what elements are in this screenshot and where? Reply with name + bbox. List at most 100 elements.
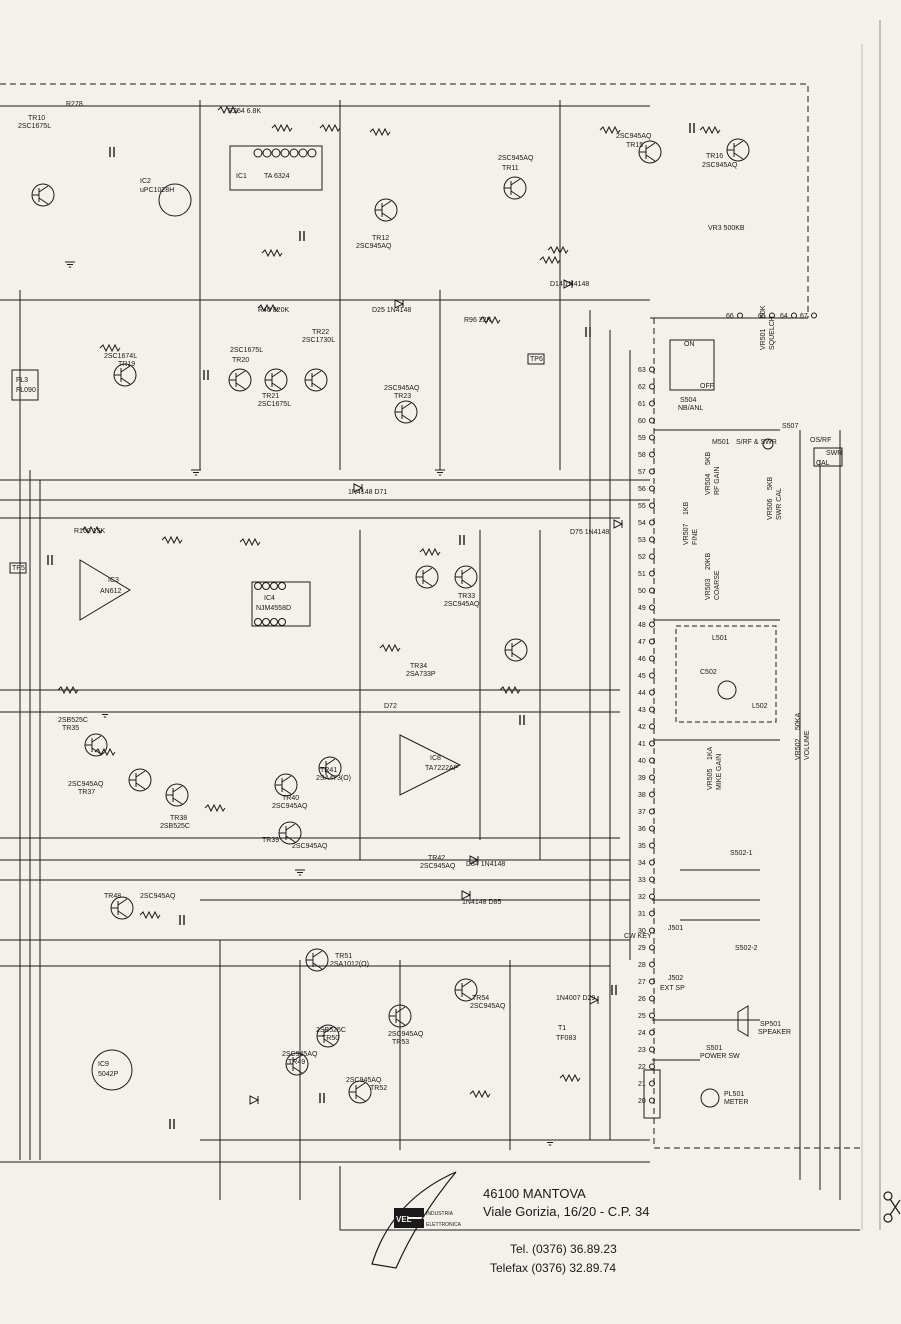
- connector-pin-terminal: [649, 434, 655, 441]
- connector-pin: 38: [638, 792, 646, 799]
- m501-label: S/RF & SWR: [736, 439, 777, 446]
- ic3-ref: IC3: [108, 577, 119, 584]
- tr33-ref: TR33: [458, 593, 475, 600]
- transistor-symbols: [31, 138, 750, 1104]
- connector-pin-terminal: [649, 1029, 655, 1036]
- tr50-part: 2SB525C: [316, 1027, 346, 1034]
- connector-pin-terminal: [649, 468, 655, 475]
- ic3-part: AN612: [100, 588, 122, 595]
- tr38-part: 2SB525C: [160, 823, 190, 830]
- connector-pin: 34: [638, 860, 646, 867]
- vr504-label: RF GAIN: [714, 467, 721, 495]
- tr37-part: 2SC945AQ: [68, 781, 104, 788]
- vr502-ref: VR502: [795, 738, 802, 760]
- vr507-value: 1KB: [683, 501, 690, 515]
- connector-pin-terminal: [649, 451, 655, 458]
- connector-pin-terminal: [649, 553, 655, 560]
- tr11-part: 2SC945AQ: [498, 155, 534, 162]
- connector-pin: 30: [638, 928, 646, 935]
- connector-pin: 21: [638, 1081, 646, 1088]
- diodes: [249, 279, 623, 1105]
- s504-ref: S504: [680, 397, 696, 404]
- s504-on: ON: [684, 341, 695, 348]
- connector-pin-terminal: [649, 502, 655, 509]
- ic4-ref: IC4: [264, 595, 275, 602]
- test-points: TP5 TP6: [9, 353, 545, 574]
- connector-pin-terminal: [649, 808, 655, 815]
- connector-pin-terminal: [649, 893, 655, 900]
- connector-pin: 24: [638, 1030, 646, 1037]
- tp5-label: TP5: [12, 565, 25, 572]
- connector-pin-terminal: [649, 995, 655, 1002]
- tr39-ref: TR39: [262, 837, 279, 844]
- tr54-part: 2SC945AQ: [470, 1003, 506, 1010]
- connector-pin-terminal: [737, 312, 743, 319]
- connector-pin: 53: [638, 537, 646, 544]
- tr23-part: 2SC945AQ: [384, 385, 420, 392]
- l502-label: L502: [752, 703, 768, 710]
- connector-pin: 61: [638, 401, 646, 408]
- s502-1-ref: S502-1: [730, 850, 753, 857]
- connector-pin-terminal: [649, 757, 655, 764]
- resistors: [57, 106, 721, 1098]
- vr502-label: VOLUME: [804, 730, 811, 760]
- d29-label: 1N4007 D29: [556, 995, 595, 1002]
- s501-ref: S501: [706, 1045, 722, 1052]
- tr49-ref: TR49: [288, 1059, 305, 1066]
- tr23-ref: TR23: [394, 393, 411, 400]
- tr22-ref: TR22: [312, 329, 329, 336]
- tr20-part: 2SC1675L: [230, 347, 263, 354]
- tr49-part: 2SC945AQ: [282, 1051, 318, 1058]
- j502-ref: J502: [668, 975, 683, 982]
- connector-pin: 59: [638, 435, 646, 442]
- connector-pin: 26: [638, 996, 646, 1003]
- tr35-part: 2SB525C: [58, 717, 88, 724]
- tr42-ref: TR42: [428, 855, 445, 862]
- vr505-value: 1KA: [707, 746, 714, 760]
- connector-pin: 67: [800, 313, 808, 320]
- r160-label: R160 15K: [74, 528, 105, 535]
- vr501-ref: VR501: [760, 328, 767, 350]
- connector-pin-terminal: [649, 570, 655, 577]
- connector-pin: 66: [726, 313, 734, 320]
- pl501-ref: PL501: [724, 1091, 744, 1098]
- connector-pin: 44: [638, 690, 646, 697]
- r40-label: R40 820K: [258, 307, 289, 314]
- ic1-chip: IC1 TA 6324: [229, 145, 323, 191]
- tf083-label: TF083: [556, 1035, 576, 1042]
- vr505-label: MIKE GAIN: [716, 754, 723, 790]
- vr503-label: COARSE: [714, 570, 721, 600]
- connector-pin-terminal: [769, 312, 775, 319]
- tr38-ref: TR38: [170, 815, 187, 822]
- d72-label: D72: [384, 703, 397, 710]
- telephone: Tel. (0376) 36.89.23: [510, 1242, 617, 1256]
- vr506-label: SWR CAL: [776, 488, 783, 520]
- connector-pin-terminal: [649, 774, 655, 781]
- connector-pin-terminal: [649, 417, 655, 424]
- tr21-part: 2SC1675L: [258, 401, 291, 408]
- ic2-chip: IC2 uPC1028H: [140, 178, 192, 217]
- connector-pin: 32: [638, 894, 646, 901]
- connector-pin: 50: [638, 588, 646, 595]
- connector-pin: 25: [638, 1013, 646, 1020]
- tr35-ref: TR35: [62, 725, 79, 732]
- front-panel-controls: ON OFF S504 NB/ANL VR501 50K SQUELCH S50…: [624, 305, 843, 1119]
- l501-label: L501: [712, 635, 728, 642]
- connector-pin-terminal: [791, 312, 797, 319]
- vr501-label: SQUELCH: [769, 316, 776, 350]
- connector-pin-terminal: [649, 1063, 655, 1070]
- ic9-chip: IC9 5042P: [91, 1049, 133, 1091]
- scissors-icon: [883, 1191, 901, 1223]
- tr12-part: 2SC945AQ: [356, 243, 392, 250]
- vr507-label: FINE: [692, 529, 699, 545]
- connector-pin-terminal: [649, 791, 655, 798]
- tr10-part: 2SC1675L: [18, 123, 51, 130]
- connector-pin: 49: [638, 605, 646, 612]
- connector-pin: 42: [638, 724, 646, 731]
- connector-pin-terminal: [649, 706, 655, 713]
- connector-pin: 40: [638, 758, 646, 765]
- vr506-value: 5KB: [767, 476, 774, 490]
- connector-pin-terminal: [649, 859, 655, 866]
- connector-pin: 33: [638, 877, 646, 884]
- connector-pin-terminal: [649, 927, 655, 934]
